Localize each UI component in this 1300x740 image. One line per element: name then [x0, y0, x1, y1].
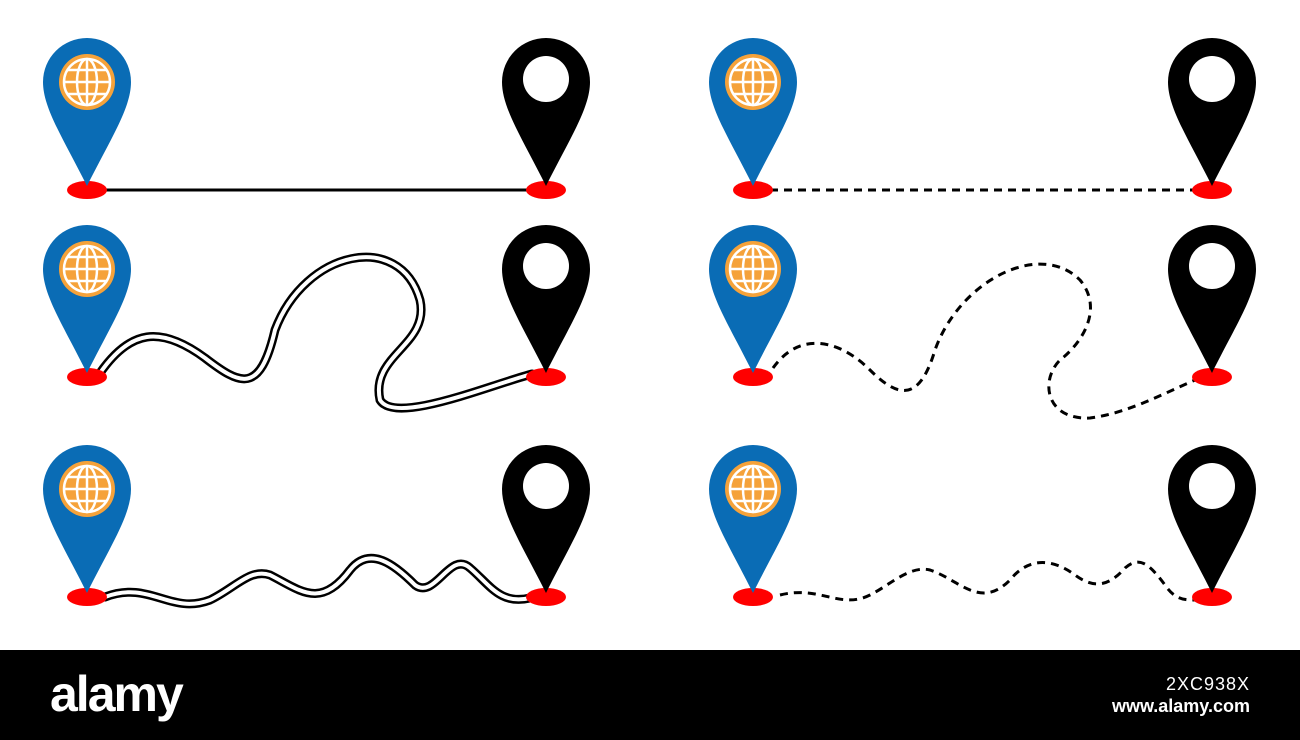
location-pin-icon: [502, 225, 590, 373]
route-illustration: [41, 36, 1256, 609]
route-panel-double-loop: [41, 223, 590, 413]
globe-location-pin-icon: [707, 443, 799, 595]
location-pin-icon: [1168, 225, 1256, 373]
route-panel-double-wavy: [41, 443, 590, 609]
globe-location-pin-icon: [707, 36, 799, 188]
route-panel-dashed-loop: [707, 223, 1256, 420]
route-panel-dashed-straight: [707, 36, 1256, 199]
start-ground-marker: [67, 368, 107, 386]
end-ground-marker: [526, 588, 566, 606]
route-line: [95, 252, 537, 413]
start-ground-marker: [67, 588, 107, 606]
route-panel-solid-straight: [41, 36, 590, 199]
location-pin-icon: [1168, 38, 1256, 186]
location-pin-icon: [502, 445, 590, 593]
globe-location-pin-icon: [41, 443, 133, 595]
end-ground-marker: [526, 181, 566, 199]
location-pin-icon: [502, 38, 590, 186]
end-ground-marker: [1192, 181, 1232, 199]
location-pin-icon: [1168, 445, 1256, 593]
end-ground-marker: [526, 368, 566, 386]
watermark-footer: alamy 2XC938X www.alamy.com: [0, 650, 1300, 740]
image-id: 2XC938X: [1165, 674, 1250, 694]
end-ground-marker: [1192, 368, 1232, 386]
site-url: www.alamy.com: [1111, 696, 1250, 716]
start-ground-marker: [733, 181, 773, 199]
route-panel-dashed-wavy: [707, 443, 1256, 606]
route-line: [779, 560, 1196, 602]
start-ground-marker: [733, 588, 773, 606]
start-ground-marker: [733, 368, 773, 386]
globe-location-pin-icon: [707, 223, 799, 375]
route-line: [771, 262, 1201, 420]
globe-location-pin-icon: [41, 36, 133, 188]
end-ground-marker: [1192, 588, 1232, 606]
brand-logo: alamy: [50, 666, 184, 722]
start-ground-marker: [67, 181, 107, 199]
